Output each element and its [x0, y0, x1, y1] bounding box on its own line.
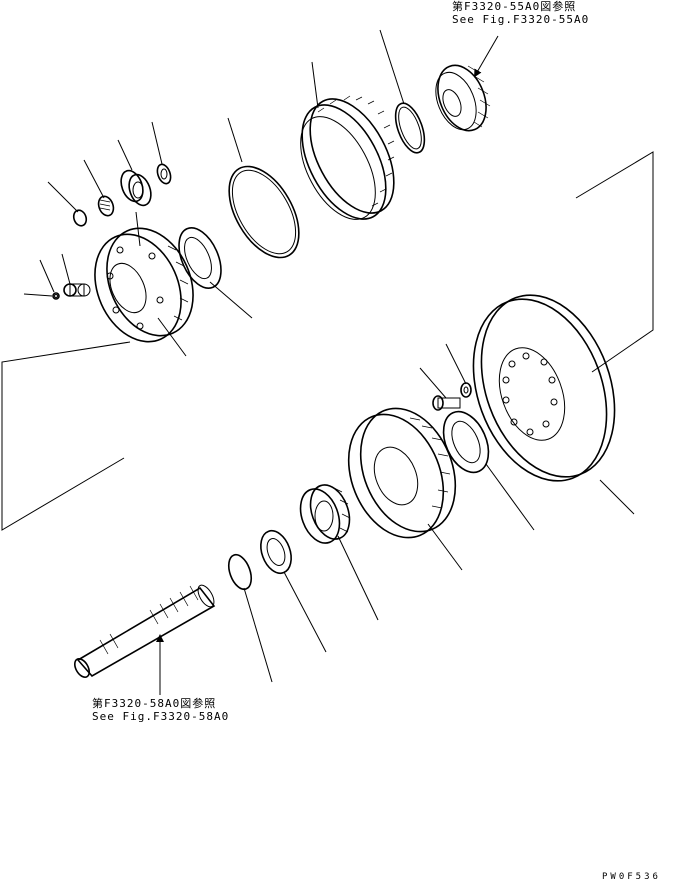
left-bracket-line	[1, 341, 131, 531]
small-washer	[72, 209, 88, 227]
leader-15	[419, 367, 447, 399]
leader-16	[445, 343, 467, 385]
small-bolt	[52, 292, 60, 300]
leader-2	[311, 61, 319, 109]
small-nut	[156, 163, 172, 185]
leader-21	[243, 587, 273, 683]
ring-gear	[300, 95, 395, 220]
leader-13	[23, 293, 53, 297]
top-ref-label[interactable]: 第F3320-55A0図参照 See Fig.F3320-55A0	[452, 0, 589, 26]
planet-carrier	[94, 227, 194, 343]
leader-3	[227, 117, 243, 163]
leader-11	[61, 253, 71, 285]
leader-4	[209, 281, 253, 319]
bottom-ref-en: See Fig.F3320-58A0	[92, 710, 230, 723]
leader-17	[485, 463, 535, 531]
leader-5	[151, 121, 163, 165]
bearing	[120, 169, 152, 207]
hub-gear	[347, 407, 457, 539]
drawing-code: PW0F536	[602, 872, 661, 882]
top-gear	[435, 64, 491, 132]
bottom-ref-jp: 第F3320-58A0図参照	[92, 697, 217, 710]
top-ref-jp: 第F3320-55A0図参照	[452, 0, 577, 13]
leader-18	[427, 523, 463, 571]
pin	[63, 283, 91, 297]
lock-washer	[460, 382, 472, 398]
top-snap-ring	[394, 102, 426, 154]
leader-19	[337, 535, 379, 621]
top-ref-arrow	[473, 35, 499, 78]
leader-6	[117, 139, 133, 171]
leader-8	[47, 181, 79, 213]
leader-10	[135, 211, 141, 247]
leader-1	[379, 29, 405, 105]
hex-bolt	[432, 395, 461, 411]
right-bracket-line	[575, 151, 654, 373]
bottom-ref-label[interactable]: 第F3320-58A0図参照 See Fig.F3320-58A0	[92, 697, 229, 723]
leader-12	[39, 259, 55, 293]
brake-disc	[472, 294, 616, 482]
thrust-washer	[178, 227, 222, 289]
leader-14	[599, 479, 635, 515]
sun-gear	[299, 484, 351, 544]
output-shaft	[73, 584, 216, 678]
leader-20	[283, 571, 327, 653]
top-ref-en: See Fig.F3320-55A0	[452, 13, 590, 26]
large-snap-ring	[228, 165, 300, 259]
lower-washer	[260, 529, 292, 575]
leader-7	[83, 159, 105, 199]
lower-snap-ring	[227, 553, 253, 591]
leader-9	[157, 317, 187, 357]
needle-bearing	[97, 195, 115, 217]
